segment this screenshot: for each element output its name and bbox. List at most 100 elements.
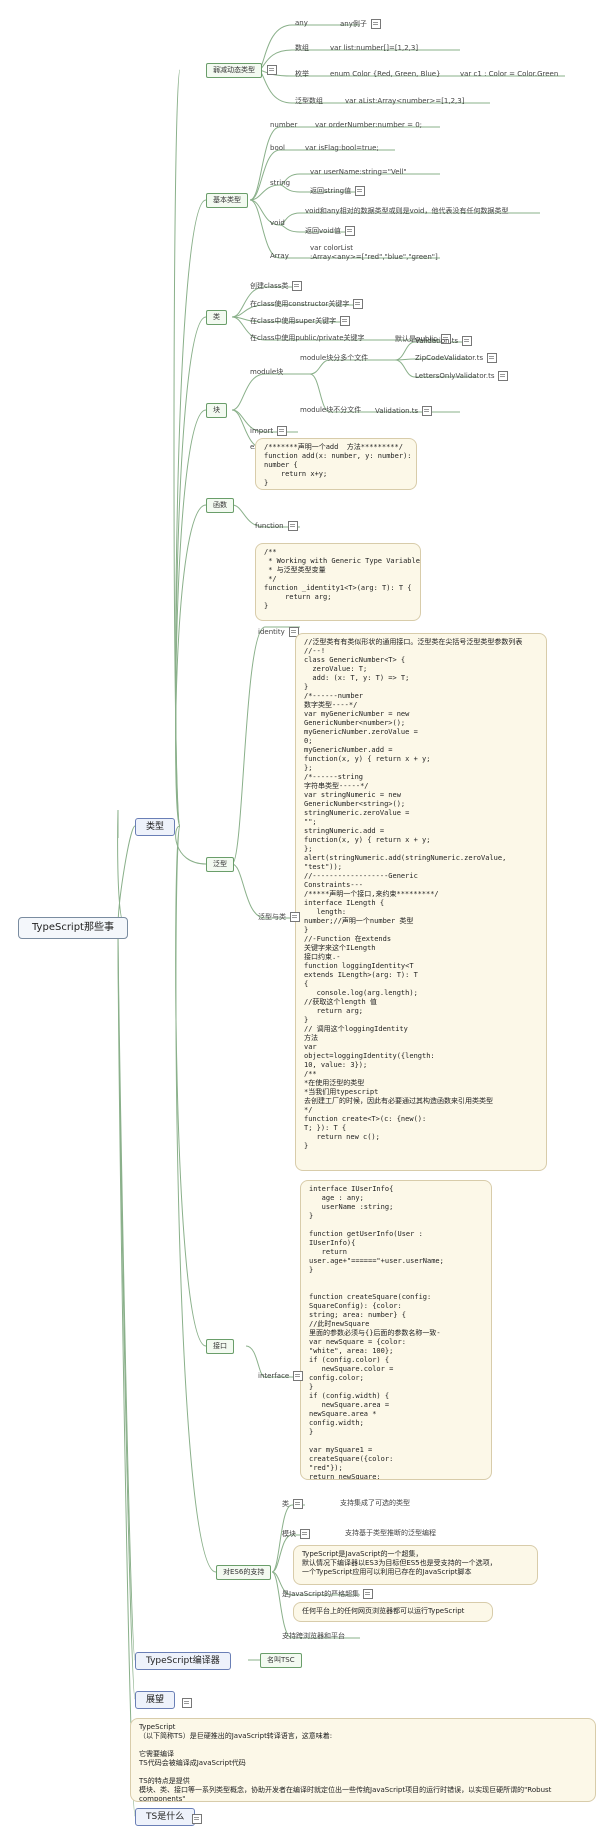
file-label: Validation.ts bbox=[415, 337, 459, 345]
leaf-array[interactable]: 数组 bbox=[295, 44, 309, 52]
topic-es6-support[interactable]: 对ES6的支持 bbox=[216, 1565, 272, 1580]
es6-superset[interactable]: 是JavaScript的严格超集 bbox=[282, 1589, 374, 1599]
class-item-constructor[interactable]: 在class使用constructor关键字 bbox=[250, 299, 364, 309]
leaf-void-desc1[interactable]: void和any相对的数据类型或则是void，他代表没有任何数据类型 bbox=[305, 207, 509, 215]
class-item-label: 在class中使用super关键字 bbox=[250, 317, 337, 325]
note-icon[interactable] bbox=[292, 281, 303, 291]
note-icon[interactable] bbox=[498, 371, 509, 381]
leaf-generic-array-desc[interactable]: var aList:Array<number>=[1,2,3] bbox=[345, 97, 465, 105]
leaf-void[interactable]: void bbox=[270, 219, 285, 227]
note-icon[interactable] bbox=[370, 19, 381, 29]
note-icon[interactable] bbox=[363, 1589, 374, 1599]
module-multi-file[interactable]: module块分多个文件 bbox=[300, 354, 369, 362]
superset-note: TypeScript是JavaScript的一个超集， 默认情况下编译器以ES3… bbox=[293, 1545, 538, 1585]
branch-outlook[interactable]: 展望 bbox=[135, 1691, 176, 1709]
generic-and-class[interactable]: 泛型与类 bbox=[258, 912, 300, 922]
function-code-note: /*******声明一个add 方法*********/ function ad… bbox=[255, 438, 417, 490]
leaf-string-desc1[interactable]: var userName:string="Vell" bbox=[310, 168, 407, 176]
module-single-file-name[interactable]: Validation.ts bbox=[375, 406, 433, 416]
topic-interface[interactable]: 接口 bbox=[206, 1339, 234, 1354]
identity-label: identity bbox=[258, 628, 285, 636]
interface-leaf-label: interface bbox=[258, 1372, 290, 1380]
string-desc2-label: 返回string值 bbox=[310, 187, 352, 195]
note-icon[interactable] bbox=[293, 1499, 303, 1509]
leaf-enum-desc[interactable]: enum Color {Red, Green, Blue} bbox=[330, 70, 441, 78]
module-file-validation[interactable]: Validation.ts bbox=[415, 336, 473, 346]
note-icon[interactable] bbox=[288, 627, 299, 637]
note-icon[interactable] bbox=[487, 353, 498, 363]
es6-module-desc[interactable]: 支持基于类型推断的泛型编程 bbox=[345, 1529, 436, 1537]
es6-module[interactable]: 模块 bbox=[282, 1529, 310, 1539]
note-icon[interactable] bbox=[293, 1371, 304, 1381]
identity-code-note: /** * Working with Generic Type Variable… bbox=[255, 543, 421, 621]
class-item-super[interactable]: 在class中使用super关键字 bbox=[250, 316, 351, 326]
leaf-any[interactable]: any bbox=[295, 19, 308, 27]
note-icon[interactable] bbox=[277, 426, 288, 436]
note-icon[interactable] bbox=[344, 226, 355, 236]
file-label: LettersOnlyValidator.ts bbox=[415, 372, 495, 380]
es6-class-desc[interactable]: 支持集成了可选的类型 bbox=[340, 1499, 410, 1507]
leaf-number[interactable]: number bbox=[270, 121, 298, 129]
topic-module[interactable]: 块 bbox=[206, 403, 227, 418]
note-icon[interactable] bbox=[300, 1529, 310, 1539]
leaf-enum-desc2[interactable]: var c1 : Color = Color.Green bbox=[460, 70, 559, 78]
public-note-label: 默认是public bbox=[395, 335, 438, 343]
note-icon[interactable] bbox=[192, 1814, 202, 1824]
class-item-label: 在class使用constructor关键字 bbox=[250, 300, 350, 308]
and-class-label: 泛型与类 bbox=[258, 913, 286, 921]
class-item-public-private[interactable]: 在class中使用public/private关键字 bbox=[250, 334, 365, 342]
any-desc-label: any例子 bbox=[340, 20, 367, 28]
compiler-name[interactable]: 名叫TSC bbox=[260, 1653, 302, 1668]
leaf-array-desc[interactable]: var list:number[]=[1,2,3] bbox=[330, 44, 419, 52]
topic-class[interactable]: 类 bbox=[206, 310, 227, 325]
leaf-array-type[interactable]: Array bbox=[270, 252, 289, 260]
module-label[interactable]: module块 bbox=[250, 368, 284, 376]
leaf-any-desc[interactable]: any例子 bbox=[340, 19, 381, 29]
leaf-bool[interactable]: bool bbox=[270, 144, 285, 152]
es6-class-label: 类 bbox=[282, 1500, 289, 1508]
void-desc2-label: 返回void值 bbox=[305, 227, 341, 235]
branch-compiler[interactable]: TypeScript编译器 bbox=[135, 1652, 231, 1670]
module-file-lettersonly[interactable]: LettersOnlyValidator.ts bbox=[415, 371, 509, 381]
central-topic[interactable]: TypeScript那些事 bbox=[18, 917, 128, 939]
note-icon[interactable] bbox=[290, 912, 300, 922]
note-icon[interactable] bbox=[340, 316, 351, 326]
generic-class-code-note: //泛型类有有类似形状的通用接口。泛型类在尖括号泛型类型参数列表 //--! c… bbox=[295, 633, 547, 1171]
es6-class[interactable]: 类 bbox=[282, 1499, 303, 1509]
note-icon[interactable] bbox=[353, 299, 364, 309]
note-icon[interactable] bbox=[422, 406, 433, 416]
note-icon[interactable] bbox=[441, 334, 452, 344]
class-item-create[interactable]: 创建class类 bbox=[250, 281, 303, 291]
branch-what-is-ts[interactable]: TS是什么 bbox=[135, 1808, 196, 1826]
function-label[interactable]: function bbox=[255, 521, 298, 531]
leaf-enum[interactable]: 枚举 bbox=[295, 70, 309, 78]
note-icon[interactable] bbox=[287, 521, 298, 531]
es6-platform[interactable]: 支持跨浏览器和平台 bbox=[282, 1632, 345, 1640]
note-icon[interactable] bbox=[462, 336, 473, 346]
leaf-number-desc[interactable]: var orderNumber:number = 0; bbox=[315, 121, 423, 129]
leaf-string[interactable]: string bbox=[270, 179, 291, 187]
topic-advanced-types[interactable]: 弱减动态类型 bbox=[206, 63, 262, 78]
import-label: import bbox=[250, 427, 274, 435]
branch-types[interactable]: 类型 bbox=[135, 818, 176, 836]
module-import[interactable]: import bbox=[250, 426, 288, 436]
what-is-ts-note: TypeScript （以下简称TS）是巨硬推出的JavaScript转译语言，… bbox=[130, 1718, 596, 1802]
topic-generic[interactable]: 泛型 bbox=[206, 857, 234, 872]
branch-outlook-label: 展望 bbox=[146, 1695, 165, 1705]
leaf-string-desc2[interactable]: 返回string值 bbox=[310, 186, 366, 196]
note-icon[interactable] bbox=[182, 1698, 192, 1708]
leaf-array-type-desc[interactable]: var colorList :Array<any>=["red","blue",… bbox=[310, 244, 438, 261]
generic-identity[interactable]: identity bbox=[258, 627, 299, 637]
superset-label: 是JavaScript的严格超集 bbox=[282, 1590, 360, 1598]
note-icon[interactable] bbox=[355, 186, 366, 196]
note-icon[interactable] bbox=[267, 65, 277, 75]
leaf-bool-desc[interactable]: var isFlag:bool=true; bbox=[305, 144, 379, 152]
class-public-note[interactable]: 默认是public bbox=[395, 334, 452, 344]
module-single-file[interactable]: module块不分文件 bbox=[300, 406, 362, 414]
topic-function[interactable]: 函数 bbox=[206, 498, 234, 513]
interface-label[interactable]: interface bbox=[258, 1371, 304, 1381]
module-file-zipcode[interactable]: ZipCodeValidator.ts bbox=[415, 353, 498, 363]
leaf-generic-array[interactable]: 泛型数组 bbox=[295, 97, 323, 105]
topic-basic-types[interactable]: 基本类型 bbox=[206, 193, 248, 208]
leaf-void-desc2[interactable]: 返回void值 bbox=[305, 226, 355, 236]
